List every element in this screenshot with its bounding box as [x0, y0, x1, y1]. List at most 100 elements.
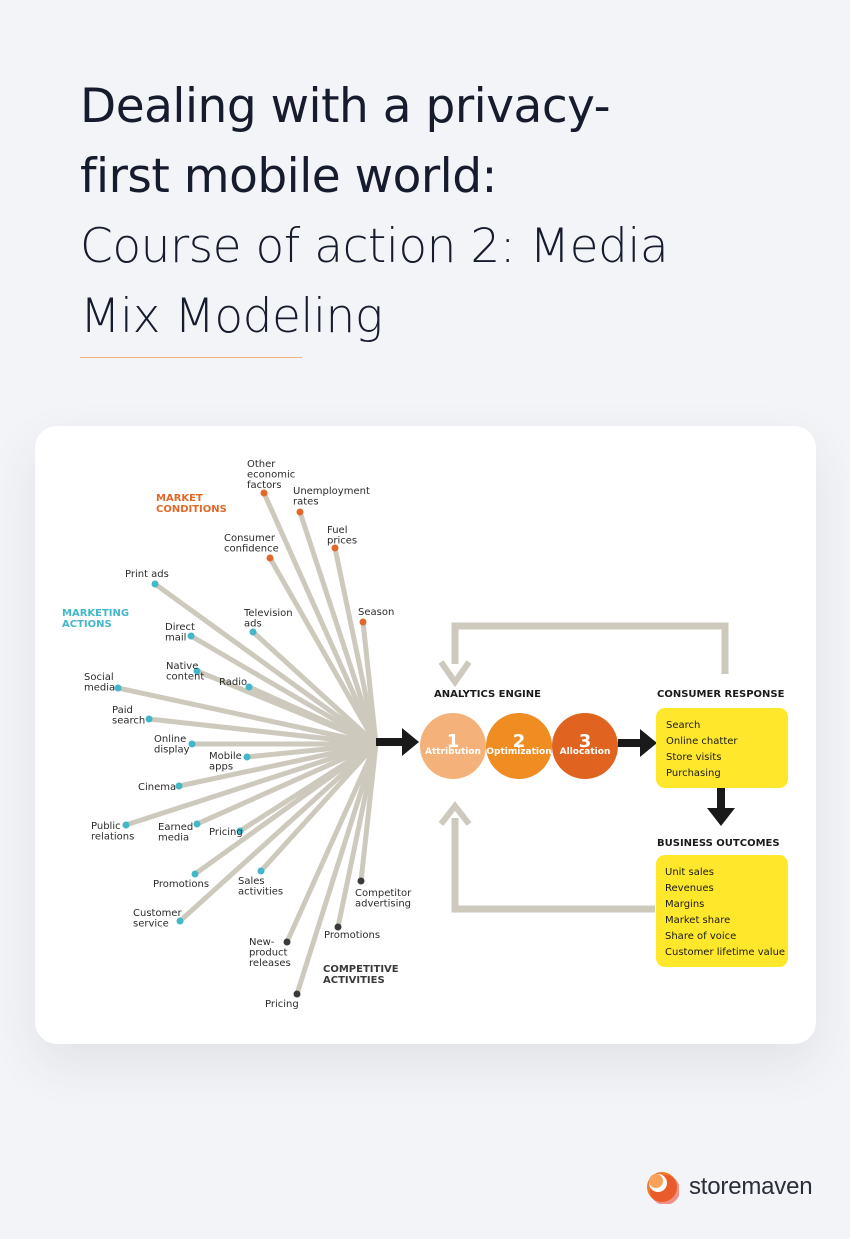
step-3-number: 3	[579, 731, 592, 752]
spoke	[194, 741, 379, 827]
spoke	[294, 741, 379, 997]
dot	[175, 782, 183, 790]
factor-label-line: apps	[209, 762, 233, 773]
factor-label-line: media	[84, 683, 115, 694]
engine-steps: 1 2 3 Attribution Optimization Allocatio…	[420, 713, 618, 779]
step-1-label: Attribution	[425, 747, 481, 757]
subtitle-line-1: Course of action 2: Media	[80, 219, 669, 274]
spoke	[176, 741, 379, 789]
consumer-response-item: Purchasing	[666, 768, 721, 779]
factor-label-line: Native	[166, 661, 198, 672]
feedback-top-arrowhead	[438, 660, 472, 688]
business-outcomes-list: Unit sales Revenues Margins Market share…	[665, 867, 785, 958]
category-line: MARKETING	[62, 608, 129, 619]
factor-label-line: content	[166, 672, 204, 683]
title-divider	[80, 357, 302, 358]
factor-cinema: Cinema	[138, 782, 176, 793]
page-title: Dealing with a privacy- first mobile wor…	[80, 72, 780, 352]
dot	[249, 628, 257, 636]
factor-label-line: relations	[91, 832, 134, 843]
factor-label-line: Competitor	[355, 888, 412, 899]
step-optimization-circle	[486, 713, 552, 779]
dot	[193, 667, 201, 675]
factor-label-line: Unemployment	[293, 486, 370, 497]
step-1-number: 1	[447, 731, 460, 752]
factor-label-line: search	[112, 716, 145, 727]
dot	[187, 632, 195, 640]
spoke	[188, 633, 379, 747]
factor-label-line: product	[249, 948, 288, 959]
factor-label-line: advertising	[355, 899, 411, 910]
step-attribution-circle	[420, 713, 486, 779]
business-outcome-item: Revenues	[665, 883, 714, 894]
spoke	[284, 741, 379, 945]
factor-label-line: display	[154, 745, 190, 756]
factor-pricing: Pricing	[209, 827, 243, 838]
spoke	[246, 684, 379, 747]
dot	[236, 827, 244, 835]
brand-logo[interactable]: storemaven	[644, 1170, 813, 1205]
category-competitive-activities: COMPETITIVE ACTIVITIES	[323, 964, 402, 986]
title-line-1: Dealing with a privacy-	[80, 79, 611, 134]
factor-label-line: Consumer	[224, 533, 276, 544]
factor-label-line: factors	[247, 480, 282, 491]
business-outcome-item: Unit sales	[665, 867, 714, 878]
business-outcome-item: Customer lifetime value	[665, 947, 785, 958]
factor-label-line: Promotions	[153, 879, 209, 890]
spoke	[177, 741, 379, 924]
spoke	[250, 629, 379, 747]
spoke	[192, 741, 379, 877]
factor-label-line: rates	[293, 497, 319, 508]
factor-label-line: economic	[247, 470, 295, 481]
dot	[114, 684, 122, 692]
factor-label-line: New-	[249, 937, 275, 948]
factor-label-line: releases	[249, 958, 291, 969]
brand-name: storemaven	[689, 1173, 813, 1200]
factor-label-line: Radio	[219, 677, 247, 688]
dot	[257, 867, 265, 875]
spoke	[115, 685, 379, 747]
dot	[193, 820, 201, 828]
business-outcome-item: Margins	[665, 899, 704, 910]
category-line: COMPETITIVE	[323, 964, 399, 975]
factor-label-line: Sales	[238, 876, 265, 887]
category-line: MARKET	[156, 493, 203, 504]
dot	[266, 554, 274, 562]
market-dots	[260, 489, 367, 626]
factor-label-line: Direct	[165, 622, 195, 633]
factor-season: Season	[358, 607, 394, 618]
dot	[122, 821, 130, 829]
spoke	[261, 490, 379, 747]
feedback-loop-bottom	[451, 818, 655, 913]
spoke	[146, 716, 379, 747]
factor-label-line: Season	[358, 607, 394, 618]
category-marketing-actions: MARKETING ACTIONS	[62, 608, 133, 630]
factor-label-line: prices	[327, 536, 357, 547]
media-mix-diagram: MARKET CONDITIONS MARKETING ACTIONS COMP…	[62, 459, 788, 1010]
business-outcomes-box	[656, 855, 788, 967]
factor-label-line: Promotions	[324, 930, 380, 941]
analytics-engine-title: ANALYTICS ENGINE	[434, 689, 541, 700]
dot	[283, 938, 291, 946]
step-allocation-circle	[552, 713, 618, 779]
dot	[359, 618, 367, 626]
spoke	[123, 741, 379, 828]
title-line-2: first mobile world:	[80, 149, 497, 204]
dot	[331, 544, 339, 552]
step-2-label: Optimization	[486, 747, 551, 757]
dot	[145, 715, 153, 723]
factor-label-line: Pricing	[265, 999, 299, 1010]
step-2-number: 2	[513, 731, 526, 752]
competitive-dots	[283, 877, 365, 998]
